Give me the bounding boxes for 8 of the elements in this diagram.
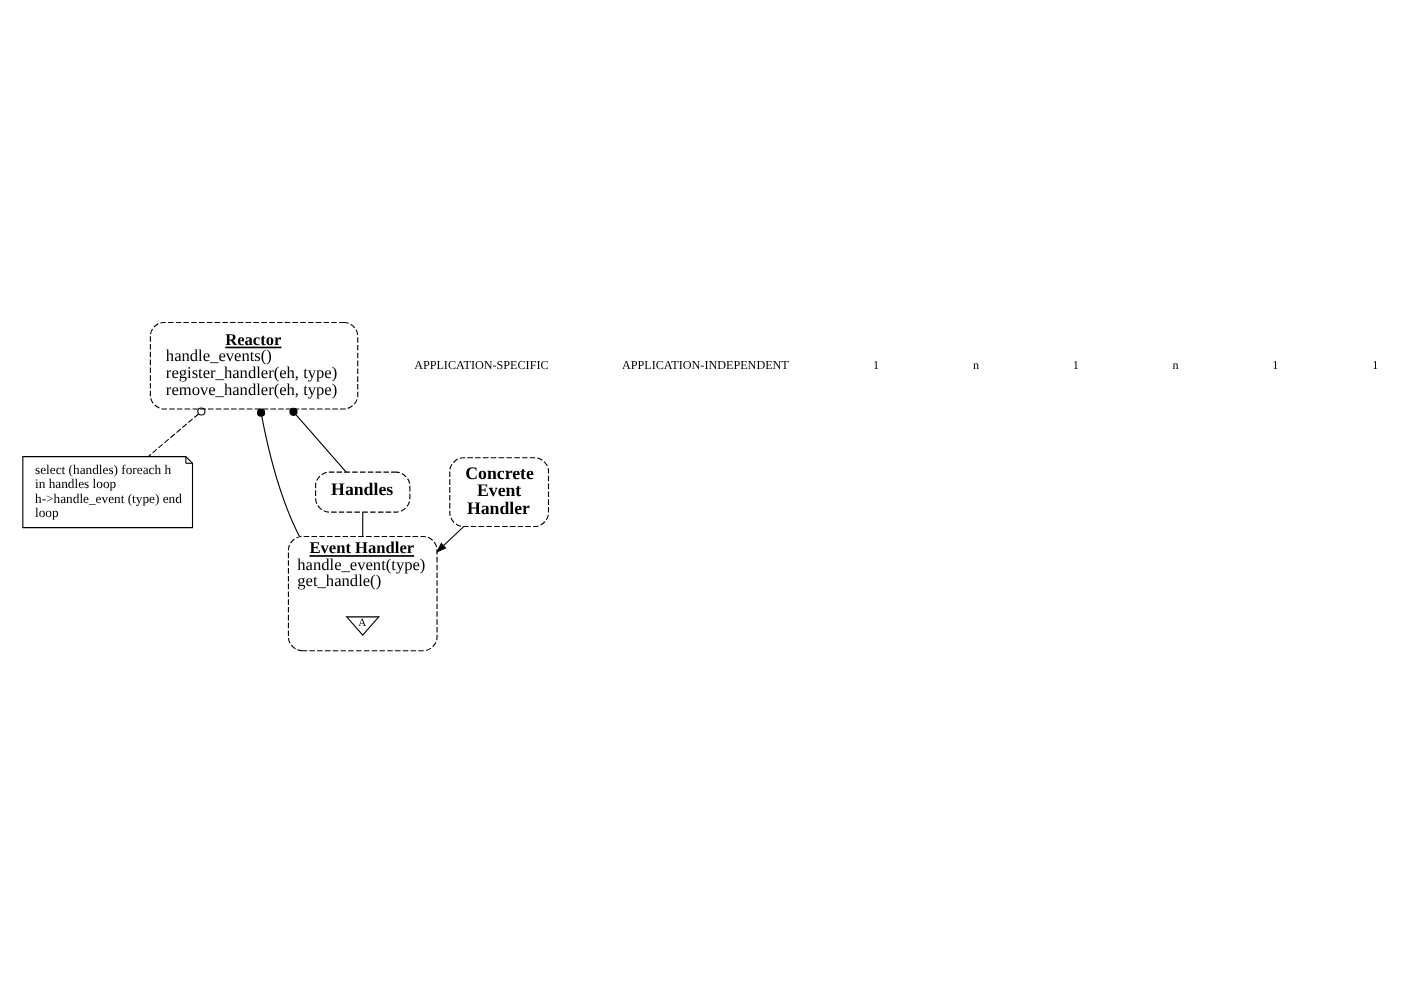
node-box: Concrete Event Handler [449,457,550,528]
connector [289,407,347,473]
node-box: Handles [315,471,411,513]
connector [362,511,364,538]
connector [256,408,301,538]
node-box: Reactor handle_events() register_handler(eh, type) remove_handler(eh, type) [149,321,359,410]
connector [147,407,206,458]
arrow [435,526,465,553]
